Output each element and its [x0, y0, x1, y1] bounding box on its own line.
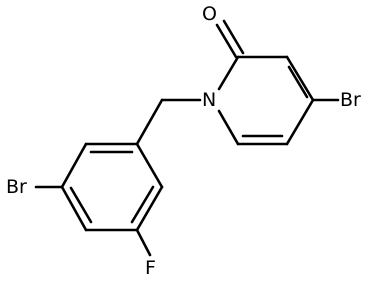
bond-c3-c4: [285, 55, 315, 102]
bond-c6-n1: [217, 109, 240, 146]
carbonyl-group: [215, 19, 245, 59]
benzene-ring: [60, 142, 164, 232]
atom-label-bromine-pyridinone: Br: [340, 89, 361, 111]
bond-c3-c4-inner: [287, 65, 309, 99]
atom-label-fluorine: F: [145, 257, 156, 279]
bond-ch2-aryl: [135, 98, 164, 146]
pyridinone-ring: [217, 55, 315, 146]
bond-c4-c5: [285, 98, 315, 146]
bond-a5-f: [135, 228, 152, 257]
atom-label-nitrogen: N: [202, 89, 216, 111]
bond-c2-o: [215, 23, 238, 59]
bond-a2-a3: [60, 142, 88, 189]
atom-label-bromine-benzyl: Br: [6, 176, 27, 198]
bond-a3-a4-inner: [69, 186, 93, 224]
bond-a5-a6: [135, 185, 164, 232]
bond-a5-a6-inner: [130, 185, 155, 224]
bond-a6-a1: [135, 142, 164, 189]
bond-n1-c2: [217, 55, 240, 91]
bond-c2-o-second: [222, 19, 245, 55]
bond-a3-a4: [60, 185, 88, 232]
atom-label-oxygen: O: [202, 3, 217, 25]
